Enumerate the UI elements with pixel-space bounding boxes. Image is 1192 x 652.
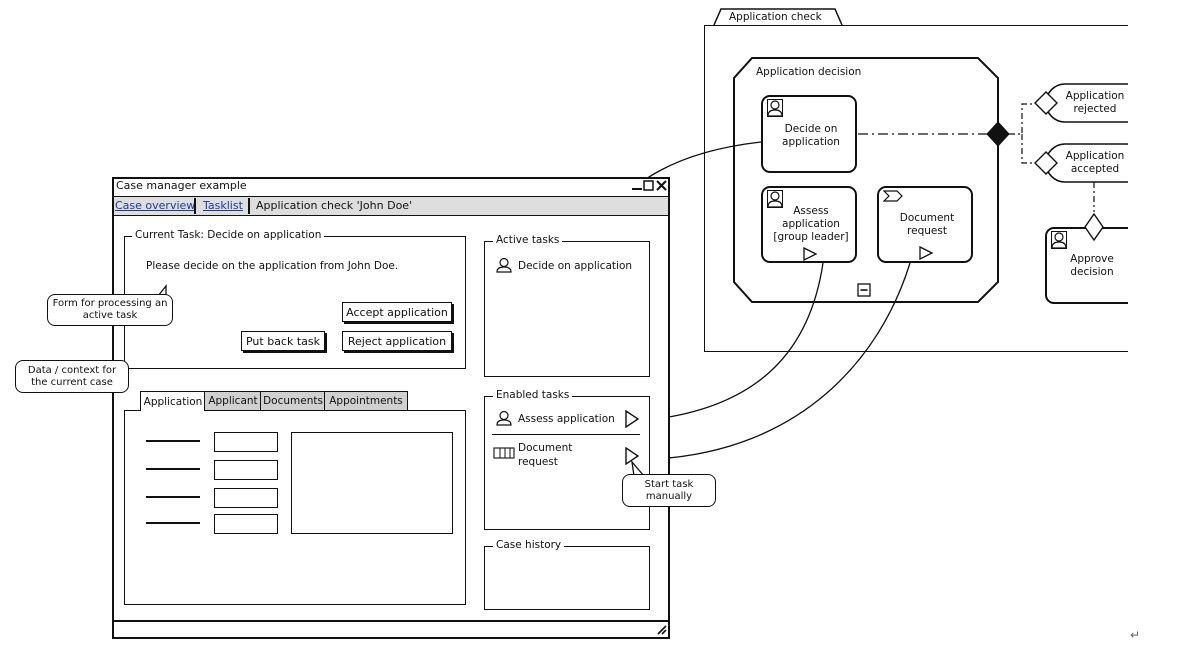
case-history-panel: [484, 546, 650, 610]
enabled-task-assess[interactable]: Assess application: [518, 413, 615, 425]
callout-data: Data / context for the current case: [15, 360, 129, 393]
active-tasks-legend: Active tasks: [493, 234, 563, 246]
return-glyph: ↵: [1130, 628, 1141, 642]
form-label-line: [146, 496, 200, 498]
user-icon: [1051, 231, 1067, 253]
user-icon: [496, 410, 512, 429]
case-plan-tab-shape: [713, 8, 843, 26]
maximize-window-icon[interactable]: [643, 180, 654, 191]
breadcrumb-divider: [248, 198, 250, 214]
form-input[interactable]: [214, 488, 278, 508]
milestone-rejected-shape: [1034, 83, 1134, 123]
form-input[interactable]: [214, 432, 278, 452]
window-controls: [630, 178, 670, 195]
tab-application[interactable]: Application: [140, 391, 206, 412]
callout-form: Form for processing an active task: [47, 294, 173, 326]
callout-start: Start task manually: [622, 474, 716, 507]
breadcrumb-case-overview[interactable]: Case overview: [115, 199, 196, 212]
case-history-legend: Case history: [493, 539, 565, 551]
cmmn-task-document-label: Document request: [899, 212, 955, 237]
form-label-line: [146, 468, 200, 470]
breadcrumb: [114, 196, 668, 216]
cmmn-task-assess-label: Assess application [group leader]: [773, 205, 849, 243]
right-clip: [1128, 0, 1192, 360]
form-input[interactable]: [214, 460, 278, 480]
accept-application-button[interactable]: Accept application: [342, 302, 452, 322]
form-input[interactable]: [214, 514, 278, 534]
cmmn-task-assess[interactable]: Assess application [group leader]: [761, 186, 857, 263]
active-tasks-panel: [484, 241, 650, 377]
milestone-rejected-label: Application rejected: [1065, 90, 1125, 115]
enabled-task-document[interactable]: Document request: [518, 442, 573, 468]
enabled-tasks-divider: [492, 434, 640, 436]
user-icon: [767, 99, 783, 121]
event-listener-icon: [882, 190, 903, 206]
play-icon: [803, 246, 818, 265]
close-icon[interactable]: [656, 180, 667, 191]
form-label-line: [146, 440, 200, 442]
play-icon[interactable]: [624, 409, 640, 431]
active-task-item[interactable]: Decide on application: [518, 260, 633, 272]
enabled-tasks-panel: [484, 396, 650, 530]
milestone-accepted[interactable]: Application accepted: [1034, 143, 1134, 183]
play-icon: [919, 245, 934, 264]
active-tab-gap: [141, 409, 204, 412]
milestone-accepted-label: Application accepted: [1065, 150, 1125, 175]
entry-sentry-shape: [1084, 212, 1104, 242]
case-plan-tab: Application check: [713, 8, 843, 26]
status-bar-divider: [114, 620, 668, 622]
document-icon: [493, 447, 515, 462]
cmmn-task-decide[interactable]: Decide on application: [761, 95, 857, 173]
milestone-accepted-shape: [1034, 143, 1134, 183]
reject-application-button[interactable]: Reject application: [342, 331, 452, 351]
current-task-legend: Current Task: Decide on application: [132, 229, 325, 241]
put-back-task-button[interactable]: Put back task: [241, 331, 325, 351]
user-icon: [496, 257, 512, 276]
user-icon: [767, 190, 783, 212]
minimize-icon[interactable]: [857, 283, 871, 300]
cmmn-task-decide-label: Decide on application: [782, 123, 840, 148]
case-plan-title: Application check: [729, 11, 822, 23]
milestone-rejected[interactable]: Application rejected: [1034, 83, 1134, 123]
breadcrumb-current: Application check 'John Doe': [256, 199, 413, 212]
tab-appointments[interactable]: Appointments: [324, 391, 408, 411]
breadcrumb-tasklist[interactable]: Tasklist: [203, 199, 243, 212]
current-task-message: Please decide on the application from Jo…: [146, 260, 399, 272]
enabled-tasks-legend: Enabled tasks: [493, 389, 573, 401]
tab-applicant[interactable]: Applicant: [204, 391, 262, 411]
breadcrumb-divider: [194, 198, 196, 214]
resize-grip-icon[interactable]: [656, 624, 668, 639]
form-label-line: [146, 522, 200, 524]
cmmn-task-document[interactable]: Document request: [877, 186, 973, 263]
stage-label: Application decision: [756, 66, 862, 78]
form-textarea[interactable]: [291, 432, 453, 534]
play-icon[interactable]: [624, 446, 640, 468]
cmmn-task-approve-label: Approve decision: [1070, 253, 1114, 278]
window-title: Case manager example: [116, 179, 247, 192]
